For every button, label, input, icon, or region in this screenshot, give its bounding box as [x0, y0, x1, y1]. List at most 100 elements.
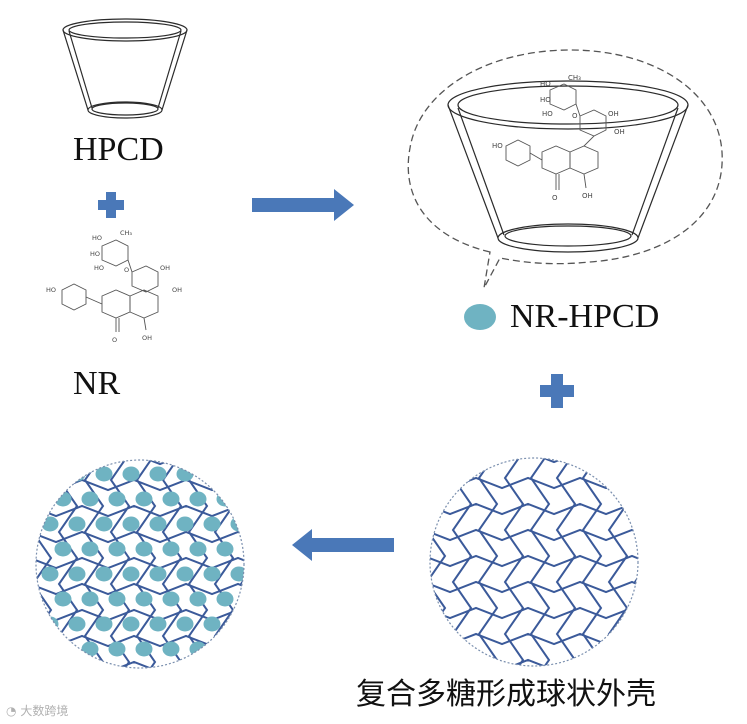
nr-label: NR — [73, 365, 121, 402]
watermark: ◔ 大数跨境 — [6, 702, 68, 719]
nr-hpcd-particle — [162, 541, 180, 557]
mol-right-ho-1: HO — [540, 80, 551, 88]
nr-hpcd-particle — [149, 566, 167, 582]
mol-right-oh-3: OH — [582, 192, 593, 200]
mol-left-ho-4: HO — [46, 286, 56, 294]
nr-hpcd-particle — [230, 566, 244, 582]
nr-hpcd-particle — [41, 566, 59, 582]
nr-hpcd-particle — [243, 541, 244, 557]
hpcd-cup-icon — [62, 18, 188, 119]
nr-hpcd-particle — [203, 566, 221, 582]
nr-hpcd-particle — [81, 491, 99, 507]
network-mesh-right — [430, 458, 638, 666]
nr-hpcd-particle — [68, 466, 86, 482]
nr-hpcd-particle — [243, 641, 244, 657]
nr-hpcd-particle — [81, 541, 99, 557]
arrow-right-icon — [252, 189, 354, 221]
nr-hpcd-particle — [216, 541, 234, 557]
mol-right-o-1: O — [572, 112, 578, 120]
nr-hpcd-particle — [95, 466, 113, 482]
mol-right-ho-2: HO — [540, 96, 551, 104]
nr-hpcd-particle — [54, 541, 72, 557]
mol-right-ho-4: HO — [492, 142, 503, 150]
shell-caption: 复合多糖形成球状外壳 — [356, 677, 656, 712]
mol-left-ch3: CH₃ — [120, 229, 132, 237]
mesh-strand — [555, 458, 577, 666]
nr-hpcd-particle — [41, 516, 59, 532]
nr-hpcd-particle-icon — [464, 304, 496, 330]
mesh-strand — [430, 458, 638, 464]
loaded-microsphere — [35, 459, 245, 669]
mesh-strand — [430, 606, 638, 620]
mesh-strand — [633, 458, 638, 666]
mesh-strand — [36, 460, 244, 466]
mesh-strand — [430, 554, 638, 568]
mol-left-oh-3: OH — [142, 334, 152, 342]
nr-hpcd-particle — [203, 466, 221, 482]
nr-hpcd-label: NR-HPCD — [510, 298, 660, 335]
nr-hpcd-particle — [54, 591, 72, 607]
plus-icon-left — [98, 192, 124, 218]
nr-hpcd-particle — [230, 616, 244, 632]
nr-molecule-structure: HO CH₃ HO HO O OH OH HO O OH — [46, 229, 182, 344]
mol-right-oh-2: OH — [614, 128, 625, 136]
nr-hpcd-particle — [149, 616, 167, 632]
mesh-strand — [239, 460, 244, 668]
mol-left-ho-3: HO — [94, 264, 104, 272]
nr-hpcd-particle — [108, 541, 126, 557]
nr-hpcd-particle — [176, 516, 194, 532]
mol-left-ho-1: HO — [92, 234, 102, 242]
nr-hpcd-particle — [176, 466, 194, 482]
mol-right-o-2: O — [552, 194, 558, 202]
polysaccharide-shell-sphere — [429, 457, 639, 667]
nr-hpcd-particle — [41, 466, 59, 482]
nr-hpcd-particle — [243, 591, 244, 607]
mol-left-o-2: O — [112, 336, 117, 344]
nr-hpcd-particle — [203, 516, 221, 532]
nr-hpcd-particle — [108, 641, 126, 657]
mol-left-o-1: O — [124, 266, 129, 274]
mesh-strand — [529, 458, 551, 666]
nr-hpcd-particle — [122, 566, 140, 582]
nr-hpcd-particle — [122, 616, 140, 632]
mesh-strand — [430, 502, 638, 516]
nr-hpcd-particle — [189, 541, 207, 557]
nr-hpcd-particle — [68, 616, 86, 632]
nr-hpcd-particle — [68, 566, 86, 582]
mol-right-ch3: CH₃ — [568, 74, 581, 82]
nr-hpcd-particle — [176, 566, 194, 582]
nr-hpcd-particle — [41, 616, 59, 632]
nr-hpcd-particle — [149, 466, 167, 482]
nr-hpcd-particle — [81, 591, 99, 607]
nr-hpcd-particle — [203, 616, 221, 632]
nr-hpcd-particle — [176, 616, 194, 632]
inclusion-complex-bubble: HO CH₃ HO HO O OH OH HO O OH — [407, 49, 723, 289]
nr-hpcd-particle — [230, 466, 244, 482]
nr-hpcd-particle — [95, 566, 113, 582]
nr-hpcd-particle — [216, 591, 234, 607]
nr-hpcd-particle — [122, 516, 140, 532]
nr-hpcd-particle — [243, 491, 244, 507]
arrow-left-icon — [292, 529, 394, 561]
mol-left-ho-2: HO — [90, 250, 100, 258]
nr-hpcd-particle — [162, 591, 180, 607]
nr-hpcd-particle — [216, 641, 234, 657]
mol-right-oh-1: OH — [608, 110, 619, 118]
nr-hpcd-particle — [135, 541, 153, 557]
mesh-strand — [36, 660, 244, 668]
mesh-strand — [503, 458, 525, 666]
hpcd-label: HPCD — [73, 131, 164, 168]
nr-hpcd-particle — [135, 491, 153, 507]
mesh-strand — [36, 556, 244, 570]
nr-hpcd-particle — [54, 491, 72, 507]
nr-hpcd-particle — [108, 591, 126, 607]
plus-icon-right — [540, 374, 574, 408]
watermark-logo-icon: ◔ — [6, 704, 17, 718]
nr-hpcd-particle — [95, 616, 113, 632]
nr-hpcd-particle — [95, 516, 113, 532]
nr-hpcd-particle — [162, 491, 180, 507]
nr-hpcd-particle — [189, 491, 207, 507]
mesh-strand — [430, 658, 638, 666]
nr-hpcd-particle — [189, 591, 207, 607]
mol-left-oh-1: OH — [160, 264, 170, 272]
